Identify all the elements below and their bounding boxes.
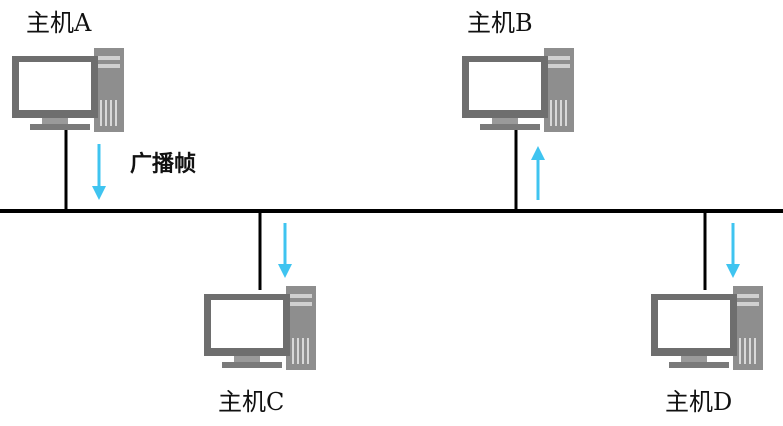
computer-icon-c xyxy=(204,286,316,370)
computer-icon-a xyxy=(12,48,124,132)
host-label-d: 主机D xyxy=(665,388,732,416)
arrow-down-icon-c xyxy=(278,223,292,278)
computer-icon-b xyxy=(462,48,574,132)
broadcast-frame-label: 广播帧 xyxy=(130,151,196,177)
host-label-c: 主机C xyxy=(218,388,284,416)
host-label-a: 主机A xyxy=(26,9,92,37)
host-label-b: 主机B xyxy=(467,9,533,37)
arrow-up-icon-b xyxy=(531,146,545,200)
arrow-down-icon-a xyxy=(92,144,106,200)
arrow-down-icon-d xyxy=(726,223,740,278)
computer-icon-d xyxy=(651,286,763,370)
